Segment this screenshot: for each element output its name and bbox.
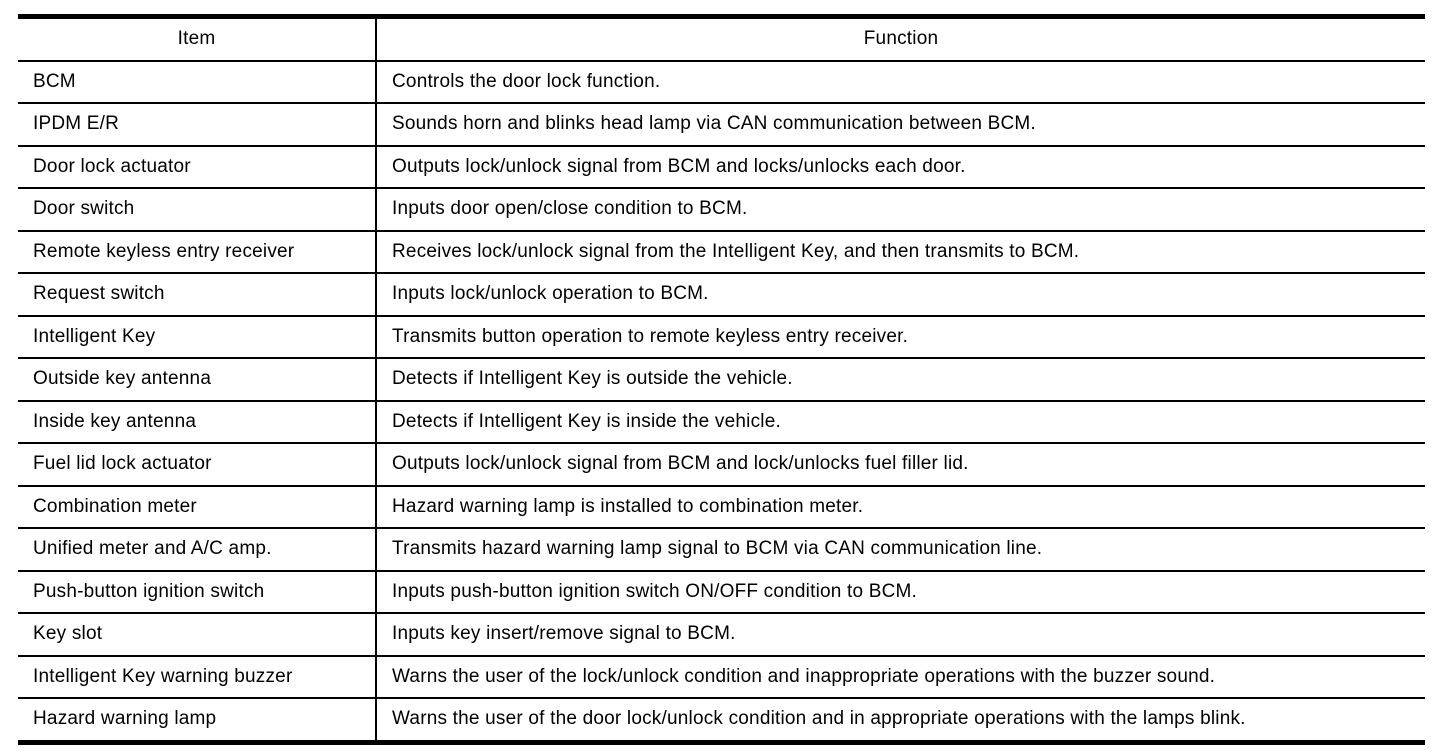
function-cell: Sounds horn and blinks head lamp via CAN…	[376, 103, 1425, 147]
function-cell: Warns the user of the door lock/unlock c…	[376, 698, 1425, 743]
item-cell: Fuel lid lock actuator	[18, 443, 377, 487]
item-cell: Outside key antenna	[18, 358, 377, 402]
item-cell: Intelligent Key warning buzzer	[18, 655, 377, 699]
table-row: Door switch Inputs door open/close condi…	[18, 188, 1425, 232]
function-cell: Outputs lock/unlock signal from BCM and …	[376, 443, 1425, 487]
table-row: Request switch Inputs lock/unlock operat…	[18, 273, 1425, 317]
table-row: Inside key antenna Detects if Intelligen…	[18, 400, 1425, 444]
item-cell: Intelligent Key	[18, 315, 377, 359]
table-row: BCM Controls the door lock function.	[18, 60, 1425, 104]
item-cell: Key slot	[18, 613, 377, 657]
table-row: Hazard warning lamp Warns the user of th…	[18, 698, 1425, 743]
table-row: Outside key antenna Detects if Intellige…	[18, 358, 1425, 402]
item-cell: IPDM E/R	[18, 103, 377, 147]
item-cell: Unified meter and A/C amp.	[18, 528, 377, 572]
column-header-function: Function	[376, 16, 1425, 62]
function-cell: Detects if Intelligent Key is inside the…	[376, 400, 1425, 444]
item-cell: Door switch	[18, 188, 377, 232]
function-cell: Inputs push-button ignition switch ON/OF…	[376, 570, 1425, 614]
component-function-table: Item Function BCM Controls the door lock…	[18, 14, 1425, 745]
table-row: Combination meter Hazard warning lamp is…	[18, 485, 1425, 529]
function-cell: Inputs lock/unlock operation to BCM.	[376, 273, 1425, 317]
item-cell: Inside key antenna	[18, 400, 377, 444]
table-row: Fuel lid lock actuator Outputs lock/unlo…	[18, 443, 1425, 487]
function-cell: Inputs door open/close condition to BCM.	[376, 188, 1425, 232]
column-header-item: Item	[18, 16, 377, 62]
function-cell: Outputs lock/unlock signal from BCM and …	[376, 145, 1425, 189]
item-cell: Request switch	[18, 273, 377, 317]
table-row: Key slot Inputs key insert/remove signal…	[18, 613, 1425, 657]
item-cell: BCM	[18, 60, 377, 104]
function-cell: Inputs key insert/remove signal to BCM.	[376, 613, 1425, 657]
item-cell: Combination meter	[18, 485, 377, 529]
table-row: IPDM E/R Sounds horn and blinks head lam…	[18, 103, 1425, 147]
function-cell: Transmits button operation to remote key…	[376, 315, 1425, 359]
table-row: Intelligent Key Transmits button operati…	[18, 315, 1425, 359]
table-row: Push-button ignition switch Inputs push-…	[18, 570, 1425, 614]
header-row: Item Function	[18, 16, 1425, 62]
function-cell: Transmits hazard warning lamp signal to …	[376, 528, 1425, 572]
item-cell: Push-button ignition switch	[18, 570, 377, 614]
function-cell: Hazard warning lamp is installed to comb…	[376, 485, 1425, 529]
table-row: Door lock actuator Outputs lock/unlock s…	[18, 145, 1425, 189]
table-row: Intelligent Key warning buzzer Warns the…	[18, 655, 1425, 699]
item-cell: Remote keyless entry receiver	[18, 230, 377, 274]
function-cell: Controls the door lock function.	[376, 60, 1425, 104]
item-cell: Door lock actuator	[18, 145, 377, 189]
table-row: Unified meter and A/C amp. Transmits haz…	[18, 528, 1425, 572]
item-cell: Hazard warning lamp	[18, 698, 377, 743]
function-cell: Detects if Intelligent Key is outside th…	[376, 358, 1425, 402]
table-row: Remote keyless entry receiver Receives l…	[18, 230, 1425, 274]
function-cell: Receives lock/unlock signal from the Int…	[376, 230, 1425, 274]
function-cell: Warns the user of the lock/unlock condit…	[376, 655, 1425, 699]
